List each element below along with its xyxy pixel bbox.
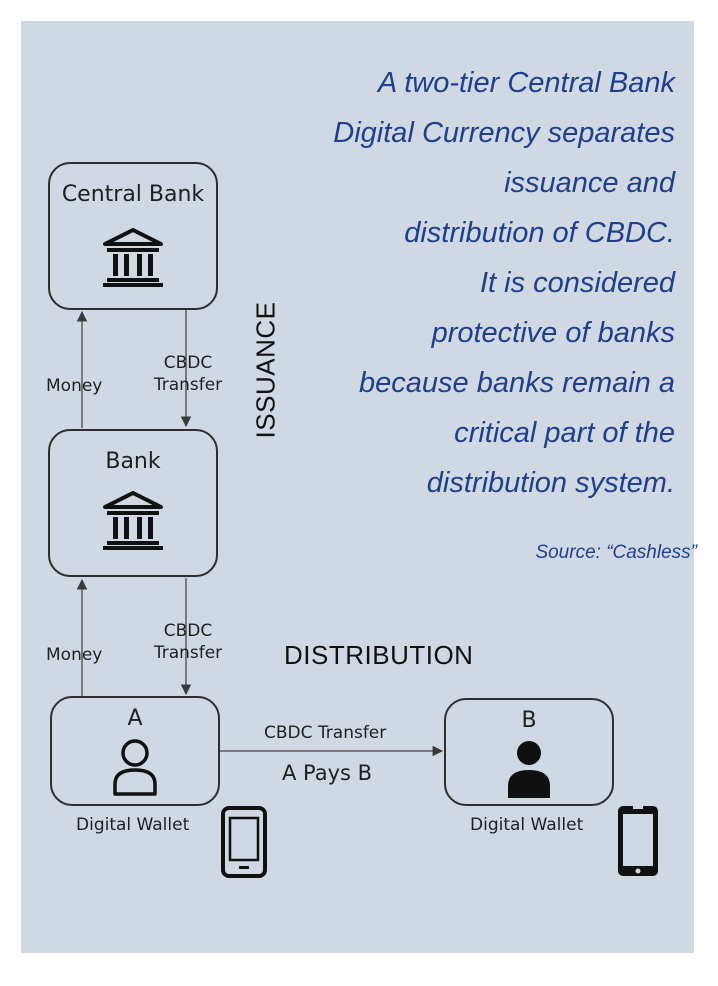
issuance-label: ISSUANCE — [250, 301, 281, 439]
cbdc-transfer-line: Transfer — [153, 375, 223, 395]
central-bank-node: Central Bank — [48, 162, 218, 310]
quote-line: A two-tier Central Bank — [377, 67, 675, 99]
money-label-upper: Money — [46, 376, 103, 396]
a-pays-b-label: A Pays B — [282, 761, 373, 785]
quote-line: critical part of the — [454, 417, 675, 449]
quote-line: distribution system. — [426, 467, 675, 499]
quote-line: distribution of CBDC. — [404, 217, 675, 249]
wallet-a-caption: Digital Wallet — [76, 815, 190, 835]
person-outline-icon — [110, 738, 160, 800]
quote-line: issuance and — [504, 167, 675, 199]
quote-line: Digital Currency separates — [333, 117, 675, 149]
central-bank-title: Central Bank — [61, 182, 205, 207]
money-label-lower: Money — [46, 645, 103, 665]
cbdc-transfer-line: CBDC — [163, 353, 213, 373]
bank-title: Bank — [105, 449, 161, 474]
wallet-b-node: B — [444, 698, 614, 806]
quote-text: A two-tier Central Bank Digital Currency… — [275, 58, 675, 508]
mobile-phone-icon — [221, 806, 267, 882]
wallet-b-title: B — [521, 708, 537, 733]
distribution-label: DISTRIBUTION — [284, 640, 474, 670]
quote-line: It is considered — [479, 267, 675, 299]
quote-line: because banks remain a — [359, 367, 675, 399]
bank-building-icon — [101, 228, 165, 292]
wallet-b-caption: Digital Wallet — [470, 815, 584, 835]
person-filled-icon — [505, 740, 553, 802]
cbdc-transfer-label-lower: CBDC Transfer — [150, 620, 226, 664]
cbdc-transfer-line: CBDC — [163, 621, 213, 641]
wallet-a-node: A — [50, 696, 220, 806]
a-to-b-transfer-label: CBDC Transfer — [264, 723, 387, 743]
bank-node: Bank — [48, 429, 218, 577]
cbdc-transfer-line: Transfer — [153, 643, 223, 663]
mobile-phone-icon — [616, 804, 660, 882]
bank-building-icon — [101, 491, 165, 555]
quote-source: Source: “Cashless” — [535, 542, 697, 563]
quote-line: protective of banks — [431, 317, 675, 349]
cbdc-transfer-label-upper: CBDC Transfer — [150, 352, 226, 396]
wallet-a-title: A — [127, 706, 143, 731]
